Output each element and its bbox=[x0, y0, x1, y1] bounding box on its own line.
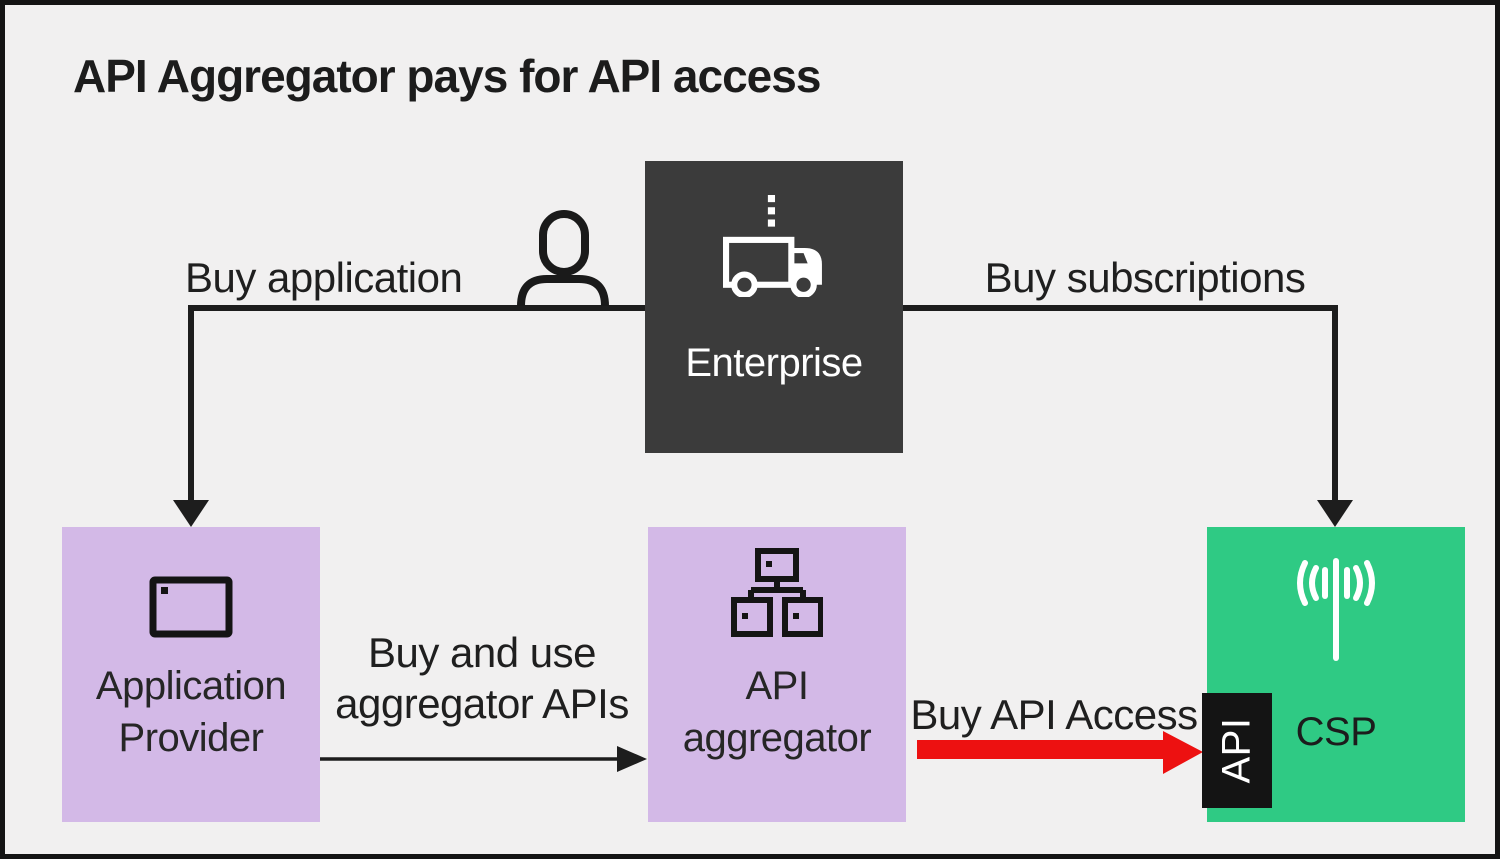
delivery-truck-icon bbox=[723, 195, 822, 297]
diagram-title: API Aggregator pays for API access bbox=[73, 50, 821, 102]
application-provider-label-line2: Provider bbox=[118, 716, 264, 760]
csp-label: CSP bbox=[1295, 710, 1377, 754]
api-aggregator-label-line1: API bbox=[745, 664, 809, 708]
enterprise-label: Enterprise bbox=[685, 341, 863, 385]
cell-tower-icon bbox=[1297, 558, 1375, 661]
edge-buy-api-access-arrow bbox=[917, 731, 1203, 774]
edge-buy-application-arrow bbox=[173, 305, 645, 527]
node-api-aggregator: API aggregator bbox=[648, 527, 906, 822]
app-window-icon bbox=[149, 576, 233, 638]
node-enterprise: Enterprise bbox=[645, 161, 903, 453]
buy-subscriptions-label: Buy subscriptions bbox=[984, 254, 1306, 301]
buy-and-use-label-line2: aggregator APIs bbox=[335, 680, 629, 727]
api-tag-label: API bbox=[1214, 717, 1259, 784]
buy-application-label: Buy application bbox=[185, 254, 463, 301]
buy-and-use-label-line1: Buy and use bbox=[367, 629, 597, 676]
api-tag: API bbox=[1202, 693, 1272, 808]
node-csp: CSP bbox=[1207, 527, 1465, 822]
edge-buy-and-use-arrow bbox=[320, 746, 647, 772]
node-application-provider: Application Provider bbox=[62, 527, 320, 822]
api-aggregator-label: API aggregator bbox=[648, 660, 906, 764]
buy-and-use-label: Buy and use aggregator APIs bbox=[323, 627, 641, 729]
network-hierarchy-icon bbox=[731, 548, 823, 637]
application-provider-label: Application Provider bbox=[62, 660, 320, 764]
connector-overlay bbox=[173, 305, 1353, 774]
buy-api-access-label: Buy API Access bbox=[910, 691, 1198, 738]
edge-buy-subscriptions-arrow bbox=[903, 305, 1353, 527]
person-icon bbox=[517, 210, 609, 307]
application-provider-label-line1: Application bbox=[95, 664, 287, 708]
api-aggregator-label-line2: aggregator bbox=[682, 716, 872, 760]
